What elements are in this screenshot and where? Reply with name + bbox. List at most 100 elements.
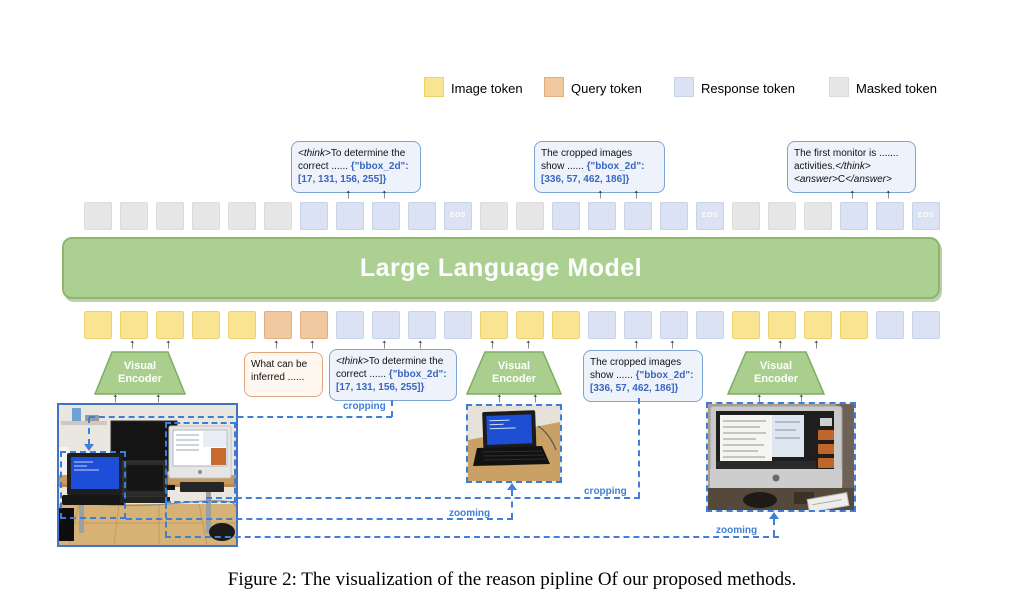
down-arrowhead-icon bbox=[84, 444, 94, 451]
answer-value: C bbox=[837, 174, 846, 186]
desk-leg bbox=[79, 487, 84, 533]
bbox-text: {"bbox_2d": [336, 57, 462, 186]} bbox=[590, 370, 694, 395]
up-arrow-icon bbox=[417, 337, 424, 350]
query-text: What can be inferred ...... bbox=[251, 359, 308, 384]
up-arrow-icon bbox=[849, 187, 856, 200]
legend-label-masked: Masked token bbox=[856, 81, 937, 96]
laptop-blue-screen bbox=[486, 414, 533, 445]
token-response bbox=[876, 202, 904, 230]
legend-swatch-masked bbox=[829, 77, 849, 97]
token-masked bbox=[120, 202, 148, 230]
up-arrow-icon bbox=[525, 337, 532, 350]
zooming-label: zooming bbox=[449, 508, 491, 519]
trapezoid-shape bbox=[94, 351, 186, 395]
token-image bbox=[228, 311, 256, 339]
up-arrow-icon bbox=[309, 337, 316, 350]
think-open-tag: <think> bbox=[298, 148, 331, 159]
legend-swatch-response bbox=[674, 77, 694, 97]
token-eos: EOS bbox=[444, 202, 472, 230]
up-arrow-icon bbox=[489, 337, 496, 350]
whiteboard bbox=[59, 447, 69, 479]
laptop-bbox bbox=[60, 451, 126, 519]
large-language-model-box: Large Language Model bbox=[62, 237, 940, 299]
token-response bbox=[336, 311, 364, 339]
token-response bbox=[300, 202, 328, 230]
blue-cup bbox=[72, 408, 81, 421]
cropping-path-1 bbox=[88, 417, 90, 445]
token-masked bbox=[516, 202, 544, 230]
token-response bbox=[624, 311, 652, 339]
token-image bbox=[840, 311, 868, 339]
headphones bbox=[743, 492, 777, 508]
bbox-text: {"bbox_2d": [336, 57, 462, 186]} bbox=[541, 161, 645, 186]
up-arrow-icon bbox=[777, 337, 784, 350]
keyboard bbox=[180, 482, 224, 492]
orange-button bbox=[818, 444, 834, 454]
up-arrow-icon bbox=[165, 337, 172, 350]
cropped-laptop-photo bbox=[466, 404, 562, 483]
zooming-path-2 bbox=[165, 536, 779, 538]
speaker bbox=[59, 508, 74, 541]
netbook-screen bbox=[127, 465, 163, 491]
bbox-text: {"bbox_2d": [17, 131, 156, 255]} bbox=[298, 161, 409, 186]
screen-taskbar bbox=[716, 461, 816, 469]
cropping-path-2 bbox=[206, 497, 640, 499]
token-masked bbox=[480, 202, 508, 230]
toolbar-icon bbox=[820, 418, 832, 426]
token-masked bbox=[804, 202, 832, 230]
up-arrow-icon bbox=[273, 337, 280, 350]
up-arrow-icon bbox=[496, 391, 503, 404]
imac-bbox bbox=[165, 422, 236, 503]
token-masked bbox=[192, 202, 220, 230]
netbook-base bbox=[120, 497, 170, 503]
user-query-box: What can be inferred ...... bbox=[244, 352, 323, 397]
think-text: To determine the correct ...... bbox=[336, 356, 444, 381]
cropping-label: cropping bbox=[343, 401, 386, 412]
up-arrow-icon bbox=[129, 337, 136, 350]
token-eos: EOS bbox=[912, 202, 940, 230]
up-arrow-icon bbox=[381, 187, 388, 200]
token-response bbox=[372, 311, 400, 339]
output-think-bbox-box: <think>To determine the correct ...... {… bbox=[291, 141, 421, 193]
token-image bbox=[552, 311, 580, 339]
legend-label-response: Response token bbox=[701, 81, 795, 96]
token-image bbox=[732, 311, 760, 339]
imac-scene bbox=[708, 404, 854, 513]
legend-swatch-image bbox=[424, 77, 444, 97]
up-arrow-icon bbox=[345, 187, 352, 200]
zooming-path-2 bbox=[165, 503, 167, 537]
token-response bbox=[840, 202, 868, 230]
token-response bbox=[372, 202, 400, 230]
up-arrow-icon bbox=[669, 337, 676, 350]
token-response bbox=[660, 311, 688, 339]
cropping-path-2 bbox=[638, 398, 640, 498]
token-response bbox=[588, 311, 616, 339]
up-arrow-icon bbox=[885, 187, 892, 200]
dark-bag bbox=[209, 523, 235, 541]
token-response bbox=[912, 311, 940, 339]
token-image bbox=[120, 311, 148, 339]
token-response bbox=[552, 202, 580, 230]
token-image bbox=[156, 311, 184, 339]
legend-label-image: Image token bbox=[451, 81, 523, 96]
answer-close-tag: </answer> bbox=[845, 174, 892, 186]
token-query bbox=[300, 311, 328, 339]
cable bbox=[537, 425, 557, 451]
output-answer-box: The first monitor is ....... activities.… bbox=[787, 141, 916, 193]
output-cropped-bbox-box: The cropped images show ...... {"bbox_2d… bbox=[534, 141, 665, 193]
cropped-text: The cropped images show ...... bbox=[541, 148, 633, 173]
mouse bbox=[167, 485, 175, 490]
legend-label-query: Query token bbox=[571, 81, 642, 96]
mid-cropped-bbox-box: The cropped images show ...... {"bbox_2d… bbox=[583, 350, 703, 402]
imac-logo bbox=[198, 470, 202, 474]
token-response bbox=[876, 311, 904, 339]
figure-caption: Figure 2: The visualization of the reaso… bbox=[227, 569, 797, 590]
token-image bbox=[804, 311, 832, 339]
trapezoid-shape bbox=[727, 351, 825, 395]
desk-leg bbox=[206, 487, 211, 533]
